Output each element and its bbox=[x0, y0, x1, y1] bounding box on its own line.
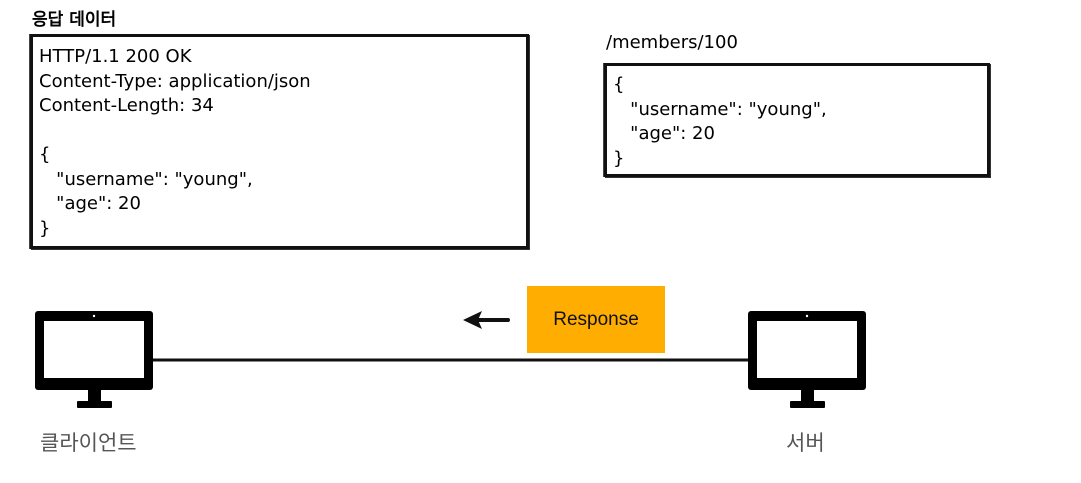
response-badge-background bbox=[527, 286, 665, 353]
resource-path-label: /members/100 bbox=[606, 32, 738, 53]
response-data-title: 응답 데이터 bbox=[32, 10, 117, 30]
server-monitor-icon bbox=[748, 311, 866, 408]
response-badge-label: Response bbox=[553, 308, 639, 330]
server-label: 서버 bbox=[786, 431, 825, 455]
resource-json-text: { "username": "young", "age": 20 } bbox=[613, 74, 827, 169]
response-data-text: HTTP/1.1 200 OK Content-Type: applicatio… bbox=[39, 46, 311, 239]
response-badge: Response bbox=[527, 286, 665, 353]
response-data-box: HTTP/1.1 200 OK Content-Type: applicatio… bbox=[30, 34, 529, 249]
left-arrow-icon bbox=[463, 311, 510, 329]
resource-json-box: { "username": "young", "age": 20 } bbox=[604, 63, 990, 177]
client-label: 클라이언트 bbox=[40, 431, 137, 455]
client-monitor-icon bbox=[35, 311, 153, 408]
